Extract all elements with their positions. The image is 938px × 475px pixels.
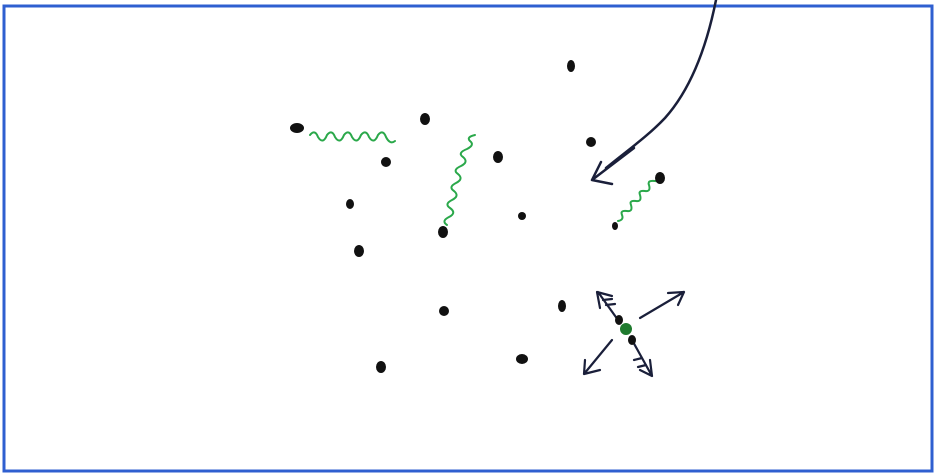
dot (493, 151, 503, 163)
dot (439, 306, 449, 316)
collision-arrows (584, 292, 684, 376)
diagram-frame (4, 6, 932, 471)
dot (615, 315, 623, 325)
incoming-arrow-shaft (606, 0, 716, 168)
particle-dots (290, 60, 665, 373)
arrow-upper-right (640, 292, 684, 318)
arrow-upper-left (597, 292, 618, 320)
collision-center-dot (620, 323, 632, 335)
dot (438, 226, 448, 238)
dot (558, 300, 566, 312)
arrow-lower-right (632, 340, 652, 376)
dot (290, 123, 304, 133)
dot (567, 60, 575, 72)
arrow-lower-left (584, 340, 612, 374)
dot (655, 172, 665, 184)
dot (628, 335, 636, 345)
dot (612, 222, 618, 230)
dot (376, 361, 386, 373)
wavy-line-1 (310, 132, 395, 142)
wavy-lines (310, 132, 660, 225)
incoming-arrow-head (592, 148, 634, 184)
dot (518, 212, 526, 220)
dot (420, 113, 430, 125)
dot (381, 157, 391, 167)
wavy-line-3 (618, 174, 660, 221)
wavy-line-2 (444, 135, 475, 225)
dot (354, 245, 364, 257)
incoming-arrow (592, 0, 716, 184)
dot (346, 199, 354, 209)
dot (516, 354, 528, 364)
dot (586, 137, 596, 147)
